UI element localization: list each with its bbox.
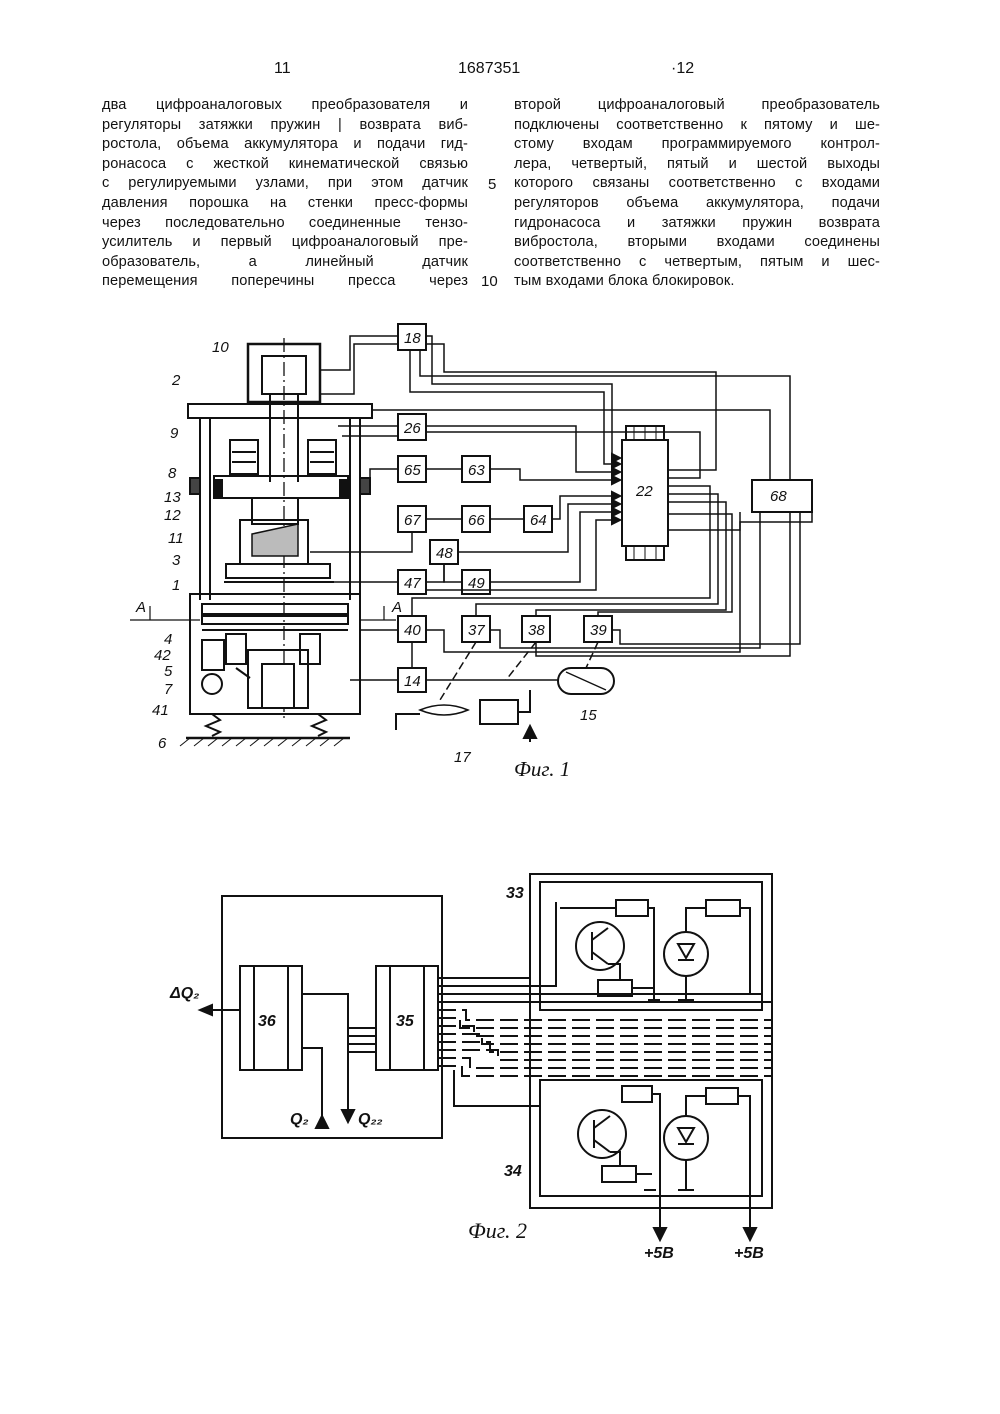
figure-2-caption: Фиг. 2 <box>468 1218 527 1243</box>
block-label: 65 <box>404 462 421 479</box>
figure-1 <box>130 324 812 746</box>
block-label: 66 <box>468 512 485 529</box>
part-label: 1 <box>172 577 180 594</box>
block-label: 49 <box>468 575 485 592</box>
block-label: 38 <box>528 622 545 639</box>
signal-q2: Q₂ <box>290 1111 309 1128</box>
block-label: 37 <box>468 622 485 639</box>
block-label: 48 <box>436 545 453 562</box>
part-label: 5 <box>164 663 173 680</box>
section-label: A <box>391 599 402 616</box>
block-label: 47 <box>404 575 421 592</box>
controller-label: 22 <box>635 483 653 500</box>
signal-delta-q2: ΔQ₂ <box>169 985 199 1002</box>
section-label: A <box>135 599 146 616</box>
part-label: 15 <box>580 707 597 724</box>
block-label: 14 <box>404 673 421 690</box>
part-label: 7 <box>164 681 173 698</box>
block-label: 68 <box>770 488 787 505</box>
block-label: 35 <box>396 1013 415 1030</box>
block-label: 36 <box>258 1013 276 1030</box>
block-label: 39 <box>590 622 607 639</box>
supply-label: +5В <box>734 1245 764 1262</box>
supply-label: +5В <box>644 1245 674 1262</box>
part-label: 2 <box>171 372 181 389</box>
block-label: 67 <box>404 512 421 529</box>
figure-2-labels: 36 35 33 34 ΔQ₂ Q₂ Q₂₂ +5В +5В <box>169 885 764 1262</box>
figure-1-labels: 18 26 65 63 67 66 64 48 47 49 40 37 38 3… <box>135 330 787 766</box>
figure-1-caption: Фиг. 1 <box>514 757 570 781</box>
part-label: 12 <box>164 507 181 524</box>
signal-q22: Q₂₂ <box>358 1111 383 1128</box>
block-label: 63 <box>468 462 485 479</box>
block-label: 26 <box>403 420 421 437</box>
part-label: 17 <box>454 749 471 766</box>
block-label: 64 <box>530 512 547 529</box>
part-label: 3 <box>172 552 181 569</box>
part-label: 41 <box>152 702 169 719</box>
part-label: 4 <box>164 631 172 648</box>
block-label: 40 <box>404 622 421 639</box>
part-label: 8 <box>168 465 177 482</box>
part-label: 11 <box>168 530 184 547</box>
group-label: 33 <box>506 885 524 902</box>
part-label: 42 <box>154 647 171 664</box>
part-label: 6 <box>158 735 167 752</box>
part-label: 9 <box>170 425 179 442</box>
group-label: 34 <box>504 1163 522 1180</box>
block-label: 18 <box>404 330 421 347</box>
part-label: 10 <box>212 339 229 356</box>
figure-2 <box>200 874 772 1240</box>
part-label: 13 <box>164 489 181 506</box>
